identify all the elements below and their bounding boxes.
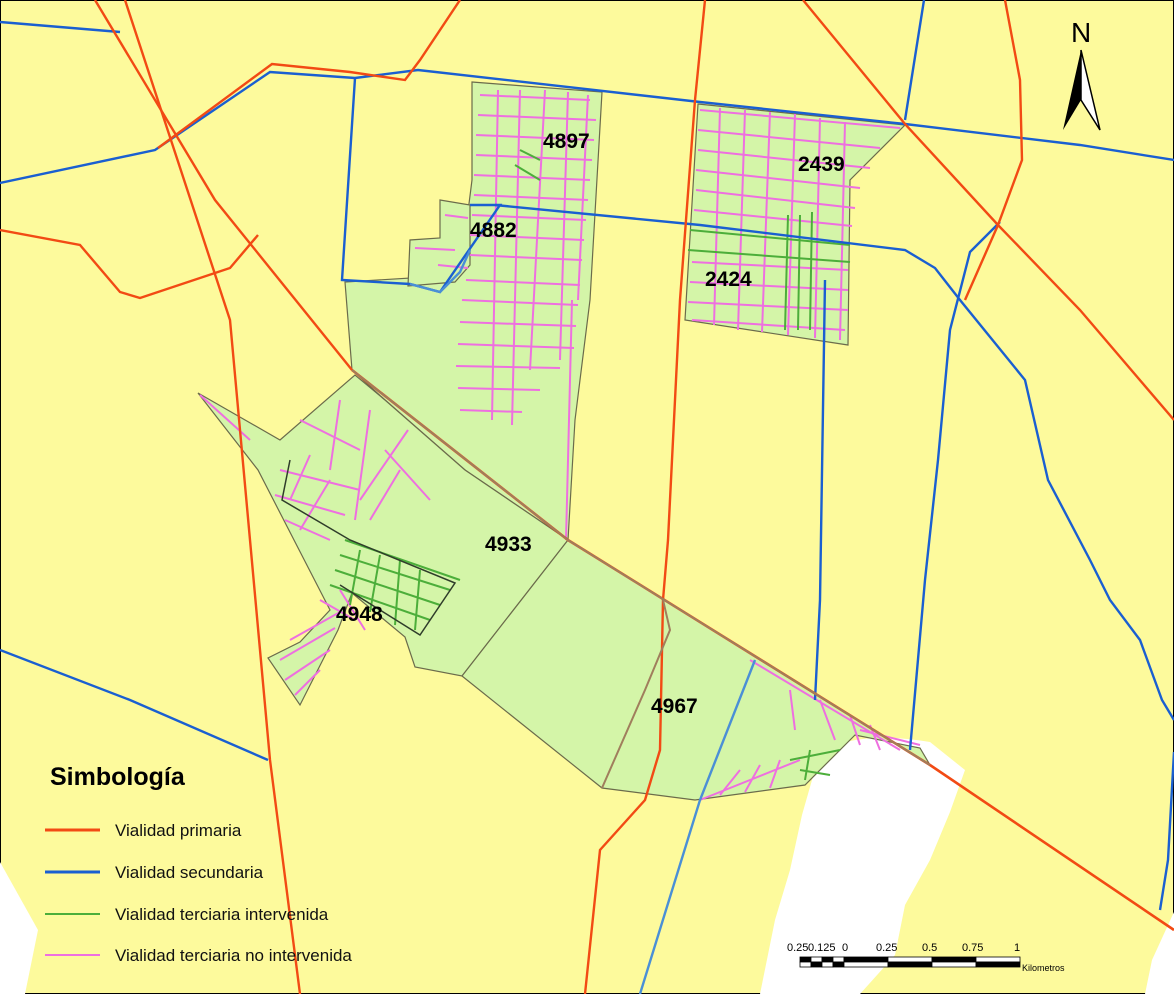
- neighborhood-4933-4948: [197, 374, 569, 707]
- legend-label-tertiary-intervened: Vialidad terciaria intervenida: [115, 905, 329, 924]
- zone-boundary-dark: [281, 459, 457, 637]
- empty-area-bottom-left: [0, 862, 38, 994]
- scale-tick-2: 0: [842, 942, 848, 954]
- north-label: N: [1071, 17, 1091, 48]
- north-arrow: N: [1063, 17, 1101, 131]
- tertiary-intervened-roads: [329, 149, 851, 781]
- scale-tick-5: 0.75: [962, 942, 983, 954]
- scale-tick-6: 1: [1014, 942, 1020, 954]
- legend-title: Simbología: [50, 763, 186, 791]
- zone-label-2424: 2424: [705, 268, 752, 291]
- legend-label-primary: Vialidad primaria: [115, 821, 242, 840]
- empty-area-bottom-right: [760, 737, 965, 994]
- zone-label-4948: 4948: [336, 603, 383, 626]
- scale-bar: 0.25 0.125 0 0.25 0.5 0.75 1 Kilometros: [787, 942, 1065, 973]
- scale-tick-4: 0.5: [922, 942, 937, 954]
- empty-area-right-edge: [1145, 912, 1174, 994]
- scale-tick-3: 0.25: [876, 942, 897, 954]
- scale-tick-0: 0.25: [787, 942, 808, 954]
- zone-label-4897: 4897: [543, 130, 590, 153]
- scale-tick-1: 0.125: [808, 942, 836, 954]
- zone-label-2439: 2439: [798, 153, 845, 176]
- zone-boundary-brown: [351, 369, 931, 789]
- neighborhood-4882-west: [407, 199, 471, 287]
- legend-label-tertiary-not-intervened: Vialidad terciaria no intervenida: [115, 946, 352, 965]
- legend: Simbología Vialidad primaria Vialidad se…: [45, 763, 352, 965]
- scale-bar-segments: [799, 956, 1021, 968]
- zone-labels: 4897 2439 4882 2424 4933 4948 4967: [336, 130, 845, 718]
- scale-unit: Kilometros: [1022, 963, 1065, 973]
- zone-label-4933: 4933: [485, 533, 532, 556]
- zone-label-4882: 4882: [470, 219, 517, 242]
- zone-label-4967: 4967: [651, 695, 698, 718]
- neighborhood-4967: [461, 539, 931, 801]
- tertiary-not-intervened-roads: [199, 89, 921, 801]
- legend-label-secondary: Vialidad secundaria: [115, 863, 264, 882]
- north-arrow-icon: [1063, 50, 1081, 130]
